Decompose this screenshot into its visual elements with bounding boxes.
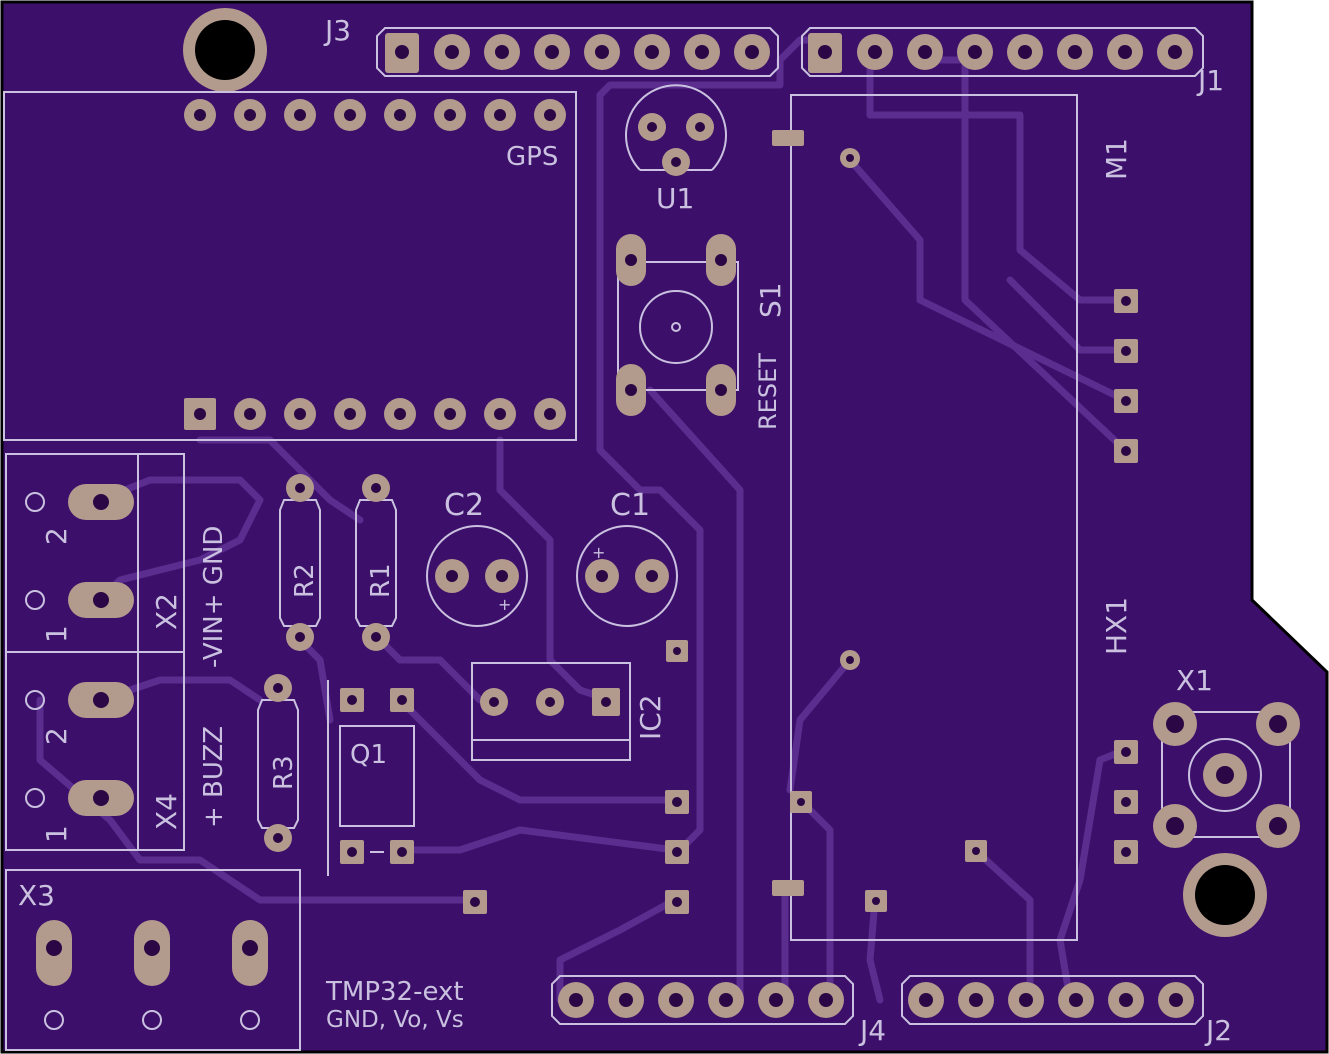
gps-label: GPS [506, 142, 558, 172]
s1-label: S1 [754, 282, 787, 318]
x3-label: X3 [18, 879, 55, 912]
via-pads [463, 790, 689, 914]
c1-label: C1 [610, 488, 650, 523]
j4-header [551, 975, 854, 1025]
r2-label: R2 [290, 563, 320, 598]
r1-resistor [355, 474, 397, 651]
c2-label: C2 [444, 488, 484, 523]
hx1-label: HX1 [1100, 597, 1133, 655]
x3-terminal [5, 869, 301, 1051]
j3-header [376, 27, 779, 77]
c2-plus-label: + [498, 595, 511, 614]
r3-label: R3 [269, 755, 299, 790]
j3-label: J3 [323, 14, 351, 47]
tmp32-pins-label: GND, Vo, Vs [326, 1007, 464, 1033]
q1-transistor [327, 680, 415, 876]
ic2-label: IC2 [634, 694, 667, 740]
x4-label: X4 [150, 793, 183, 830]
j2-header [901, 975, 1204, 1025]
r2-resistor [279, 474, 321, 651]
x2-label: X2 [150, 593, 183, 630]
mounting-hole-bottom [1183, 853, 1267, 937]
vin-gnd-label: -VIN+ GND [199, 526, 229, 668]
s1-reset-switch [616, 234, 739, 416]
tmp32-label: TMP32-ext [325, 977, 464, 1007]
r1-label: R1 [366, 563, 396, 598]
x1-label: X1 [1176, 664, 1213, 697]
x2-pin1-label: 1 [40, 625, 73, 643]
c1-plus-label: + [592, 543, 605, 562]
c2-capacitor [426, 525, 528, 627]
x4-terminal [5, 651, 185, 851]
hx1-pads [1114, 289, 1138, 463]
gps-module [3, 91, 577, 441]
x4-pin1-label: 1 [40, 825, 73, 843]
m1-label: M1 [1100, 138, 1133, 180]
m1-module [772, 94, 1078, 941]
buzz-label: + BUZZ [199, 726, 229, 828]
q1-label: Q1 [350, 740, 387, 770]
reset-label: RESET [754, 353, 782, 430]
j1-header [801, 27, 1204, 77]
mounting-hole-top [183, 8, 267, 92]
j2-label: J2 [1204, 1014, 1232, 1047]
j1-label: J1 [1196, 64, 1224, 97]
x4-pin2-label: 2 [40, 727, 73, 745]
x1-connector [1114, 702, 1300, 864]
x2-pin2-label: 2 [40, 527, 73, 545]
c1-capacitor [576, 525, 678, 627]
j4-label: J4 [858, 1014, 886, 1047]
u1-label: U1 [656, 182, 694, 215]
r3-resistor [257, 674, 299, 852]
ic2-regulator [471, 640, 688, 761]
u1-sensor [625, 84, 727, 176]
